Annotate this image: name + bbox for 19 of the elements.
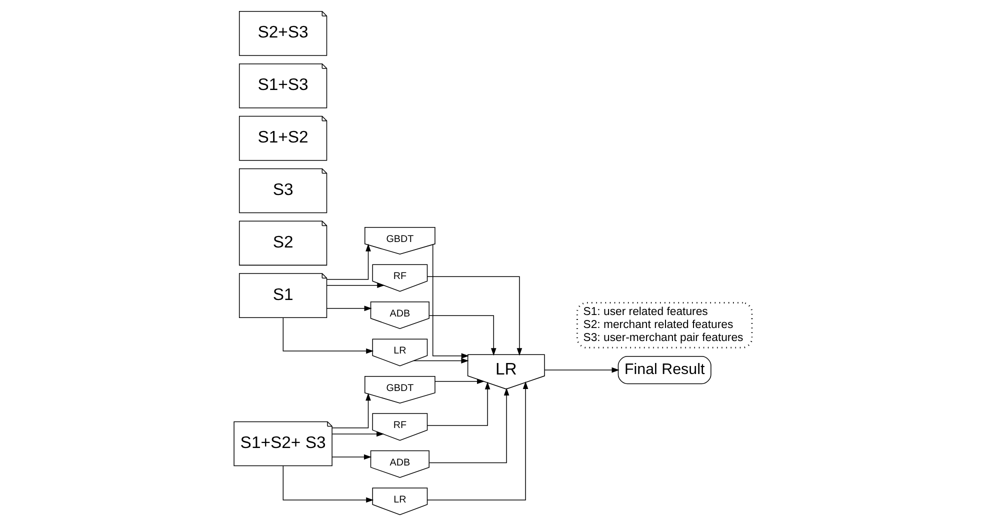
arrow — [326, 306, 372, 312]
arrow — [326, 282, 385, 288]
arrow — [427, 382, 490, 426]
arrow — [426, 276, 522, 356]
arrow — [427, 381, 528, 500]
node-box: Final Result — [618, 356, 712, 384]
arrow — [332, 392, 371, 428]
arrow — [434, 378, 485, 384]
arrow — [332, 431, 384, 437]
arrow — [428, 388, 510, 464]
arrow — [282, 466, 374, 503]
arrow — [326, 244, 371, 280]
arrow — [544, 367, 620, 373]
arrow — [332, 454, 372, 460]
arrow — [282, 317, 374, 354]
arrow — [432, 244, 469, 359]
arrow — [413, 358, 469, 364]
node-box: S1: user related features S2: merchant related features S3: user-merchant pair features — [576, 302, 753, 348]
arrow — [428, 315, 496, 356]
